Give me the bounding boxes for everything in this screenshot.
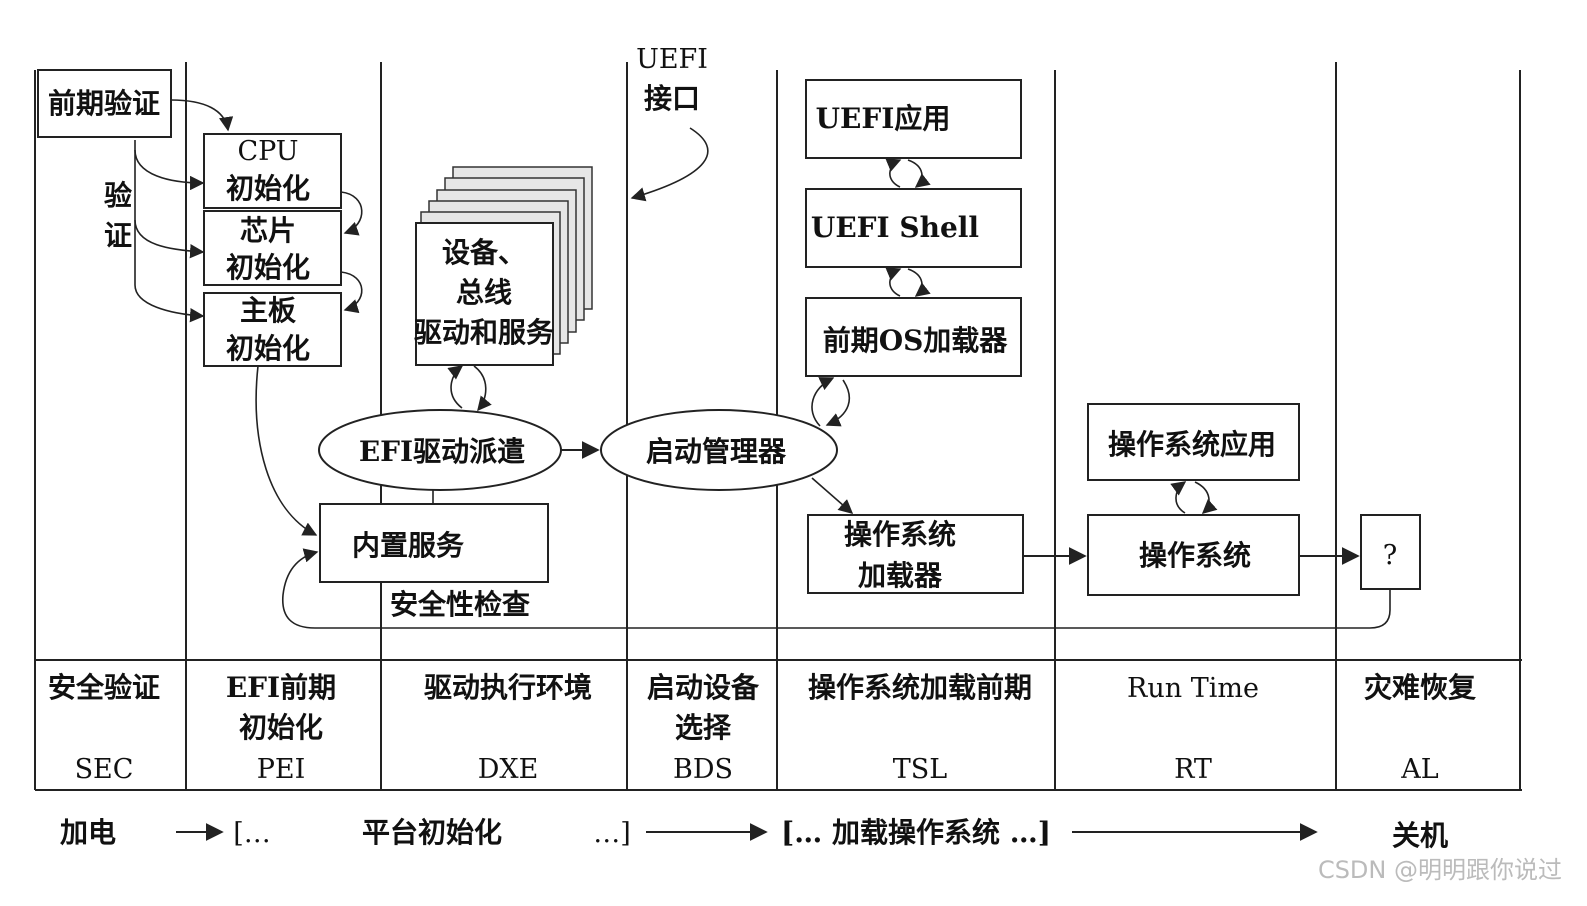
phase-labels: 安全验证 SEC EFI前期 初始化 PEI 驱动执行环境 DXE 启动设备 选… [48, 671, 1476, 785]
timeline: 加电 [… 平台初始化 …] [… 加载操作系统 …] 关机 [60, 816, 1448, 852]
os-label: 操作系统 [1139, 539, 1251, 572]
boot-manager-label: 启动管理器 [646, 435, 787, 468]
boot-manager-ellipse [600, 409, 838, 491]
cpu-init-label-1: CPU [237, 136, 298, 167]
verify-label-2: 证 [104, 219, 132, 252]
phase-bds-name-1: 启动设备 [647, 671, 760, 704]
phase-rt-name: Run Time [1127, 673, 1259, 704]
timeline-load-os: [… 加载操作系统 …] [781, 816, 1051, 849]
security-check-label: 安全性检查 [390, 588, 530, 621]
uefi-interface-label-1: UEFI [636, 44, 708, 75]
phase-sec-name: 安全验证 [48, 671, 160, 704]
chipset-init-box [203, 210, 342, 286]
uefi-shell-box [805, 188, 1022, 268]
early-os-loader-box [805, 297, 1022, 377]
drivers-stack [415, 166, 593, 366]
uefi-interface-label-2: 接口 [644, 82, 700, 115]
phase-tsl-abbr: TSL [893, 754, 948, 785]
phase-rt-abbr: RT [1174, 754, 1212, 785]
watermark: CSDN @明明跟你说过 [1318, 856, 1562, 884]
builtin-services-label: 内置服务 [352, 529, 464, 562]
os-app-box [1087, 403, 1300, 481]
drivers-label-1: 设备、 [442, 236, 526, 269]
board-init-box [203, 292, 342, 367]
uefi-shell-label: UEFI Shell [811, 211, 979, 244]
phase-bds-name-2: 选择 [675, 711, 732, 744]
dispatcher-drivers-arrows [447, 365, 492, 412]
timeline-platform-init: 平台初始化 [362, 816, 502, 849]
phase-pei-name-2: 初始化 [239, 711, 323, 744]
dispatcher-label: EFI驱动派遣 [359, 435, 525, 468]
uefi-interface-arrow [630, 127, 709, 202]
phase-tsl-name: 操作系统加载前期 [808, 671, 1032, 704]
tsl-chain-arrows [885, 158, 931, 297]
os-box [1087, 514, 1300, 596]
builtin-services-box [319, 503, 549, 583]
drivers-label-2: 总线 [456, 276, 512, 309]
timeline-bracket-close: …] [593, 818, 631, 849]
board-init-label-2: 初始化 [226, 332, 310, 365]
phase-pei-name-1: EFI前期 [226, 671, 336, 704]
unknown-label: ? [1383, 540, 1397, 571]
phase-sec-abbr: SEC [75, 754, 134, 785]
rt-arrows [1170, 481, 1218, 514]
os-loader-box [807, 514, 1024, 594]
chipset-init-label-1: 芯片 [240, 214, 296, 247]
cpu-init-box [203, 133, 342, 209]
phase-bds-abbr: BDS [673, 754, 733, 785]
drivers-label-3: 驱动和服务 [414, 316, 554, 349]
os-loader-label-1: 操作系统 [844, 518, 956, 551]
timeline-power-on: 加电 [60, 816, 116, 849]
pre-verify-box [37, 69, 172, 138]
pei-chain-arrows [255, 191, 363, 536]
os-app-label: 操作系统应用 [1108, 428, 1276, 461]
verify-label-1: 验 [104, 179, 132, 212]
pre-verify-label: 前期验证 [48, 87, 160, 120]
early-os-loader-label: 前期OS加载器 [823, 324, 1009, 357]
phase-dxe-name: 驱动执行环境 [424, 671, 592, 704]
boot-manager-arrows [811, 377, 854, 514]
uefi-app-label: UEFI应用 [816, 102, 951, 135]
phase-dxe-abbr: DXE [478, 754, 539, 785]
phase-al-name: 灾难恢复 [1364, 671, 1476, 704]
uefi-app-box [805, 79, 1022, 159]
chipset-init-label-2: 初始化 [226, 251, 310, 284]
phase-al-abbr: AL [1400, 754, 1438, 785]
board-init-label-1: 主板 [240, 294, 296, 327]
recovery-loop-arrow [282, 548, 1391, 629]
os-loader-label-2: 加载器 [858, 559, 943, 592]
timeline-bracket-open: [… [233, 818, 271, 849]
phase-pei-abbr: PEI [257, 754, 306, 785]
sec-to-pei-arrows [134, 99, 234, 323]
timeline-shutdown: 关机 [1392, 819, 1448, 852]
cpu-init-label-2: 初始化 [226, 172, 310, 205]
